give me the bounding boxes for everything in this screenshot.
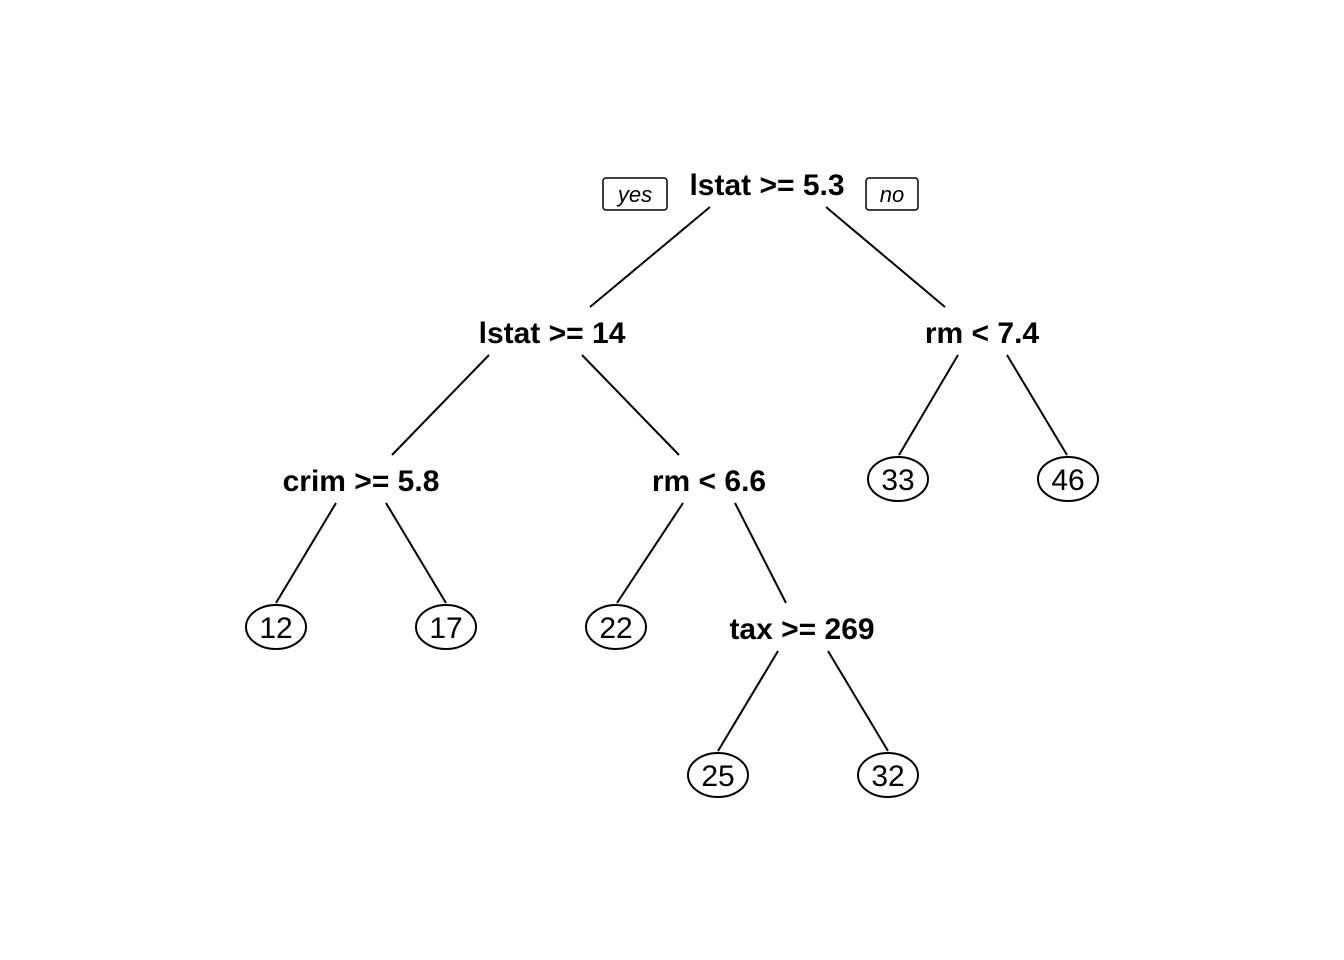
split-node-crim: crim >= 5.8	[283, 465, 440, 498]
edge-lstat14-to-crim	[391, 354, 490, 456]
edge-rm74-to-leaf46	[1006, 354, 1068, 456]
edge-tax-to-leaf25	[717, 650, 779, 752]
leaf-value: 33	[881, 464, 914, 497]
split-node-lstat14: lstat >= 14	[479, 317, 626, 350]
yes-text: yes	[616, 182, 652, 207]
edge-root-to-rm74	[825, 206, 946, 308]
edge-rm66-to-tax	[734, 502, 787, 604]
tree-edges	[275, 206, 1068, 752]
split-node-root: lstat >= 5.3	[689, 169, 844, 202]
split-node-rm66: rm < 6.6	[652, 465, 766, 498]
leaf-value: 46	[1051, 464, 1084, 497]
split-node-rm74: rm < 7.4	[925, 317, 1040, 350]
leaf-node-46: 46	[1037, 456, 1099, 502]
leaf-node-33: 33	[867, 456, 929, 502]
edge-root-to-lstat14	[589, 206, 711, 308]
leaf-value: 32	[871, 760, 904, 793]
edge-lstat14-to-rm66	[581, 354, 680, 456]
edge-rm66-to-leaf22	[616, 502, 684, 604]
leaf-value: 17	[429, 612, 462, 645]
no-text: no	[880, 182, 904, 207]
leaf-node-12: 12	[245, 604, 307, 650]
edge-rm74-to-leaf33	[898, 354, 959, 456]
leaf-value: 25	[701, 760, 734, 793]
split-node-tax: tax >= 269	[729, 613, 874, 646]
leaf-value: 22	[599, 612, 632, 645]
yes-branch-label: yes	[602, 177, 668, 211]
edge-tax-to-leaf32	[827, 650, 889, 752]
edge-crim-to-leaf12	[275, 502, 337, 604]
leaf-value: 12	[259, 612, 292, 645]
leaf-node-32: 32	[857, 752, 919, 798]
leaf-node-22: 22	[585, 604, 647, 650]
leaf-node-25: 25	[687, 752, 749, 798]
no-branch-label: no	[865, 177, 919, 211]
leaf-node-17: 17	[415, 604, 477, 650]
edge-crim-to-leaf17	[385, 502, 447, 604]
